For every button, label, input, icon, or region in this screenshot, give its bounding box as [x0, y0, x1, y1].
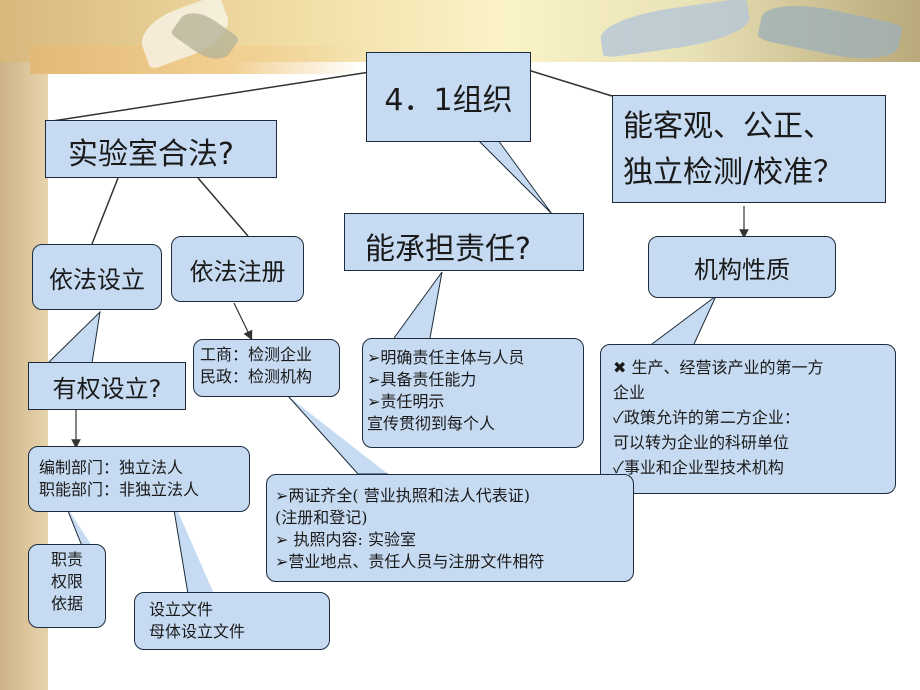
arrow-register-types — [233, 302, 253, 341]
can-responsible-text: 能承担责任? — [365, 232, 531, 267]
departments-node: 编制部门：独立法人 职能部门：非独立法人 — [28, 446, 250, 512]
right-setup-text: 有权设立? — [52, 374, 162, 403]
setup-docs-callout-tail — [171, 497, 214, 595]
org-nature-line-2: 企业 — [613, 383, 646, 402]
title-text: 4．1组织 — [384, 83, 513, 118]
duties-line-1: 职责 — [50, 550, 83, 569]
org-nature-callout-tail — [651, 295, 717, 345]
register-types-node: 工商：检测企业 民政：检测机构 — [193, 339, 340, 397]
org-nature-text: 机构性质 — [694, 255, 790, 284]
title-callout-tail — [477, 139, 553, 215]
org-nature-line-5: ✓事业和企业型技术机构 — [613, 458, 784, 477]
register-types-line-1: 工商：检测企业 — [200, 345, 313, 364]
can-responsible-node: 能承担责任? — [344, 213, 584, 271]
org-nature-line-4: 可以转为企业的科研单位 — [613, 433, 790, 452]
departments-line-2: 职能部门：非独立法人 — [39, 480, 200, 499]
objective-line-1: 能客观、公正、 — [623, 109, 833, 144]
objective-line-2: 独立检测/校准？ — [623, 155, 844, 190]
objective-node: 能客观、公正、 独立检测/校准？ — [612, 95, 886, 203]
connector-title-lab — [45, 71, 371, 123]
duties-line-2: 权限 — [50, 572, 83, 591]
right-setup-callout-tail — [47, 310, 101, 364]
legal-setup-node: 依法设立 — [32, 244, 162, 310]
org-nature-line-1: ✖ 生产、经营该产业的第一方 — [613, 358, 824, 377]
certificates-line-4: ➢营业地点、责任人员与注册文件相符 — [275, 552, 545, 571]
responsibility-line-2: ➢具备责任能力 — [367, 370, 477, 389]
title-node: 4．1组织 — [366, 52, 531, 142]
responsibility-node: ➢明确责任主体与人员 ➢具备责任能力 ➢责任明示 宣传贯彻到每个人 — [362, 338, 584, 448]
lab-legal-node: 实验室合法? — [45, 120, 277, 178]
certificates-line-2: (注册和登记) — [275, 508, 368, 527]
legal-register-text: 依法注册 — [189, 257, 286, 286]
responsibility-line-4: 宣传贯彻到每个人 — [367, 414, 496, 433]
connector-lab-register — [197, 177, 249, 237]
setup-docs-line-1: 设立文件 — [149, 600, 214, 619]
lab-legal-text: 实验室合法? — [68, 137, 234, 172]
duties-callout-tail — [65, 505, 92, 547]
legal-setup-text: 依法设立 — [49, 265, 145, 294]
responsibility-line-1: ➢明确责任主体与人员 — [367, 348, 525, 367]
right-setup-node: 有权设立? — [28, 362, 186, 410]
duties-line-3: 依据 — [50, 594, 83, 613]
responsibility-callout-tail — [393, 271, 443, 339]
responsibility-line-3: ➢责任明示 — [367, 392, 445, 411]
org-nature-node: 机构性质 — [648, 236, 836, 298]
certificates-line-3: ➢ 执照内容: 实验室 — [275, 530, 416, 549]
connector-lab-legal-setup — [91, 177, 119, 245]
legal-register-node: 依法注册 — [171, 236, 304, 302]
connector-title-objective — [527, 69, 613, 97]
certificates-node: ➢两证齐全( 营业执照和法人代表证) (注册和登记) ➢ 执照内容: 实验室 ➢… — [266, 474, 634, 582]
setup-docs-node: 设立文件 母体设立文件 — [134, 592, 330, 650]
setup-docs-line-2: 母体设立文件 — [149, 622, 246, 641]
certificates-line-1: ➢两证齐全( 营业执照和法人代表证) — [275, 486, 530, 505]
register-types-line-2: 民政：检测机构 — [200, 367, 313, 386]
departments-line-1: 编制部门：独立法人 — [39, 458, 184, 477]
org-nature-detail-node: ✖ 生产、经营该产业的第一方 企业 ✓政策允许的第二方企业： 可以转为企业的科研… — [600, 344, 896, 494]
org-nature-line-3: ✓政策允许的第二方企业： — [613, 408, 800, 427]
duties-node: 职责 权限 依据 — [28, 544, 106, 628]
